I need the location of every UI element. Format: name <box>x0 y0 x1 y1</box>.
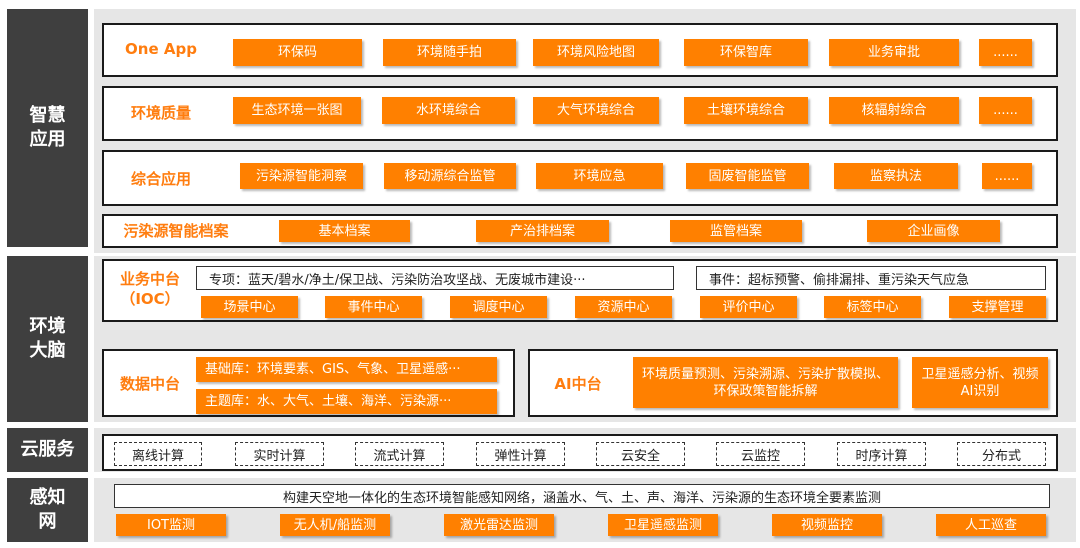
ioc-item[interactable]: 场景中心 <box>201 296 298 318</box>
env-quality-item[interactable]: 土壤环境综合 <box>684 97 808 124</box>
pollution-archive-item[interactable]: 产治排档案 <box>476 220 609 242</box>
cloud-service-item[interactable]: 弹性计算 <box>476 442 565 466</box>
env-quality-item[interactable]: 大气环境综合 <box>533 97 659 124</box>
integrated-item[interactable]: 固废智能监管 <box>686 163 809 189</box>
pollution-archive-item[interactable]: 基本档案 <box>279 220 410 242</box>
cloud-service-item[interactable]: 云安全 <box>596 442 685 466</box>
env-quality-item[interactable]: 核辐射综合 <box>829 97 959 124</box>
cloud-service-item[interactable]: 实时计算 <box>235 442 324 466</box>
env-quality-title: 环境质量 <box>130 104 191 122</box>
ai-platform-item[interactable]: 卫星遥感分析、视频AI识别 <box>912 357 1048 408</box>
perception-item[interactable]: IOT监测 <box>116 514 226 536</box>
ioc-title-line1: 业务中台 <box>119 270 180 288</box>
perception-item[interactable]: 激光雷达监测 <box>444 514 554 536</box>
ai-platform-item[interactable]: 环境质量预测、污染溯源、污染扩散模拟、环保政策智能拆解 <box>633 357 898 408</box>
pollution-archive-item[interactable]: 监管档案 <box>670 220 802 242</box>
ioc-title: 业务中台 （IOC） <box>105 266 195 312</box>
sidebar-smart-app: 智慧应用 <box>7 9 88 247</box>
ioc-item[interactable]: 事件中心 <box>325 296 422 318</box>
pollution-archive-title: 污染源智能档案 <box>123 222 229 240</box>
env-quality-item[interactable]: 生态环境一张图 <box>233 97 361 124</box>
data-platform-title: 数据中台 <box>119 375 180 393</box>
perception-item[interactable]: 无人机/船监测 <box>280 514 390 536</box>
perception-item[interactable]: 卫星遥感监测 <box>608 514 718 536</box>
one-app-item[interactable]: 环境风险地图 <box>533 39 659 66</box>
pollution-archive-item[interactable]: 企业画像 <box>867 220 1000 242</box>
ioc-item[interactable]: 评价中心 <box>700 296 797 318</box>
data-platform-base[interactable]: 基础库：环境要素、GIS、气象、卫星遥感··· <box>196 357 497 382</box>
cloud-service-item[interactable]: 云监控 <box>716 442 805 466</box>
one-app-item[interactable]: 业务审批 <box>829 39 959 66</box>
integrated-item[interactable]: 污染源智能洞察 <box>240 163 363 189</box>
ioc-item[interactable]: 标签中心 <box>824 296 921 318</box>
one-app-more[interactable]: ...... <box>979 39 1032 66</box>
ioc-special-box: 专项：蓝天/碧水/净土/保卫战、污染防治攻坚战、无废城市建设··· <box>196 266 674 290</box>
ioc-events-box: 事件：超标预警、偷排漏排、重污染天气应急 <box>696 266 1046 290</box>
perception-banner: 构建天空地一体化的生态环境智能感知网络，涵盖水、气、土、声、海洋、污染源的生态环… <box>114 484 1050 508</box>
integrated-item[interactable]: 环境应急 <box>536 163 663 189</box>
one-app-item[interactable]: 环境随手拍 <box>383 39 516 66</box>
integrated-title: 综合应用 <box>130 170 191 188</box>
env-quality-more[interactable]: ...... <box>979 97 1032 124</box>
one-app-title: One App <box>125 40 197 58</box>
cloud-service-item[interactable]: 分布式 <box>957 442 1046 466</box>
ai-platform-title: AI中台 <box>554 375 602 393</box>
ioc-item[interactable]: 资源中心 <box>575 296 672 318</box>
cloud-service-item[interactable]: 时序计算 <box>837 442 926 466</box>
ioc-title-line2: （IOC） <box>120 290 180 308</box>
one-app-item[interactable]: 环保智库 <box>684 39 808 66</box>
one-app-item[interactable]: 环保码 <box>233 39 362 66</box>
sidebar-cloud: 云服务 <box>7 428 88 472</box>
sidebar-env-brain: 环境大脑 <box>7 256 88 422</box>
sidebar-perception: 感知网 <box>7 478 88 542</box>
ioc-item[interactable]: 支撑管理 <box>949 296 1046 318</box>
integrated-more[interactable]: ...... <box>982 163 1032 189</box>
integrated-item[interactable]: 移动源综合监管 <box>384 163 516 189</box>
cloud-service-item[interactable]: 流式计算 <box>355 442 444 466</box>
data-platform-theme[interactable]: 主题库：水、大气、土壤、海洋、污染源··· <box>196 389 497 414</box>
cloud-service-item[interactable]: 离线计算 <box>114 442 202 466</box>
integrated-item[interactable]: 监察执法 <box>834 163 958 189</box>
ioc-item[interactable]: 调度中心 <box>450 296 547 318</box>
perception-item[interactable]: 人工巡查 <box>936 514 1046 536</box>
env-quality-item[interactable]: 水环境综合 <box>382 97 515 124</box>
perception-item[interactable]: 视频监控 <box>772 514 882 536</box>
